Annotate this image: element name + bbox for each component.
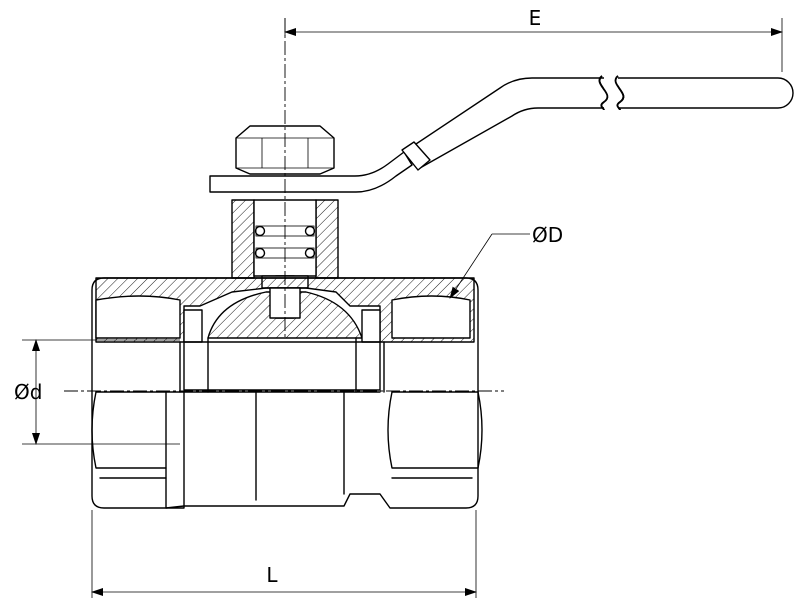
dimension-bore-diameter: Ød — [14, 339, 180, 445]
dimension-e-label: E — [529, 6, 542, 30]
dimension-l: L — [91, 510, 477, 598]
valve-body — [91, 277, 483, 509]
dimension-outer-diameter: ØD — [449, 223, 563, 299]
dimension-bore-label: Ød — [14, 380, 42, 404]
dimension-e: E — [284, 6, 783, 72]
dimension-od-label: ØD — [532, 223, 563, 247]
handle-lever — [209, 75, 794, 193]
dimension-l-label: L — [266, 563, 278, 587]
